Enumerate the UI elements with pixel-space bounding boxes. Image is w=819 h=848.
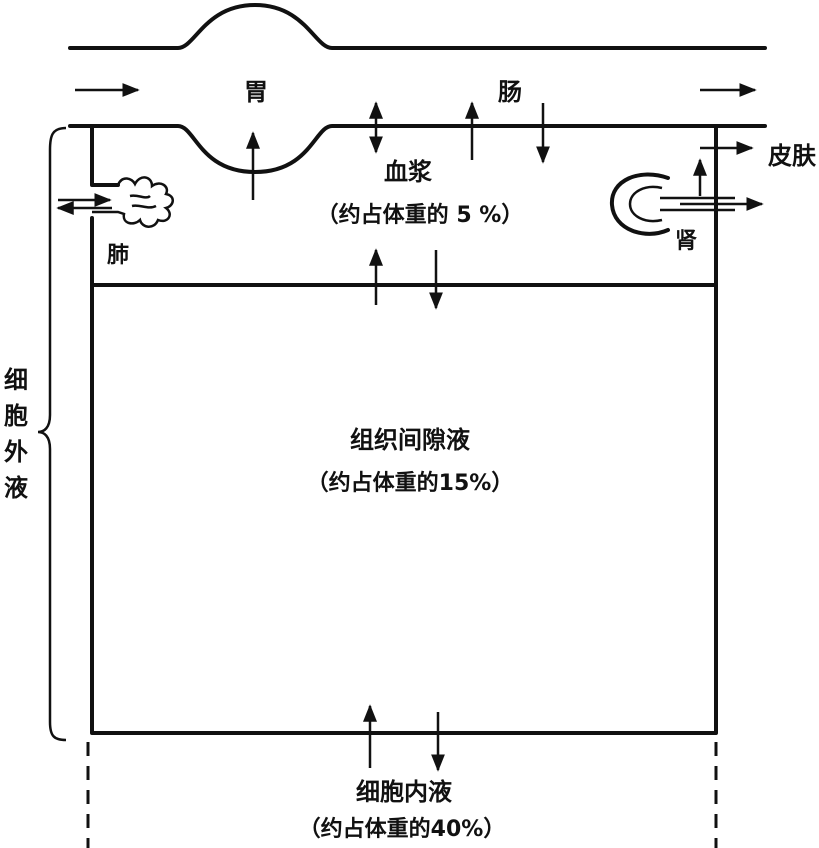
brace-label-char-4: 液 [4,474,28,502]
lung-icon [92,176,174,228]
interstitial-name: 组织间隙液 [350,426,470,454]
extracellular-brace [37,126,67,742]
plasma-share: （约占体重的 5 %） [317,202,524,228]
brace-label-char-3: 外 [4,438,28,466]
lung-label: 肺 [107,243,129,268]
intracellular-share: （约占体重的40%） [299,816,506,842]
plasma-name: 血浆 [384,158,433,186]
gi-tract-top-wall [68,3,767,50]
interstitial-box [90,283,718,735]
interstitial-share: （约占体重的15%） [307,470,514,496]
gi-tract-bottom-wall [68,124,767,174]
skin-label: 皮肤 [768,142,817,170]
kidney-label: 肾 [675,229,697,254]
kidney-icon [609,172,735,236]
stomach-label: 胃 [244,78,268,106]
brace-label-char-1: 细 [4,366,28,394]
intracellular-name: 细胞内液 [356,778,452,806]
plasma-left-wall [90,124,120,187]
intestine-label: 肠 [498,78,522,106]
brace-label-char-2: 胞 [4,402,28,430]
